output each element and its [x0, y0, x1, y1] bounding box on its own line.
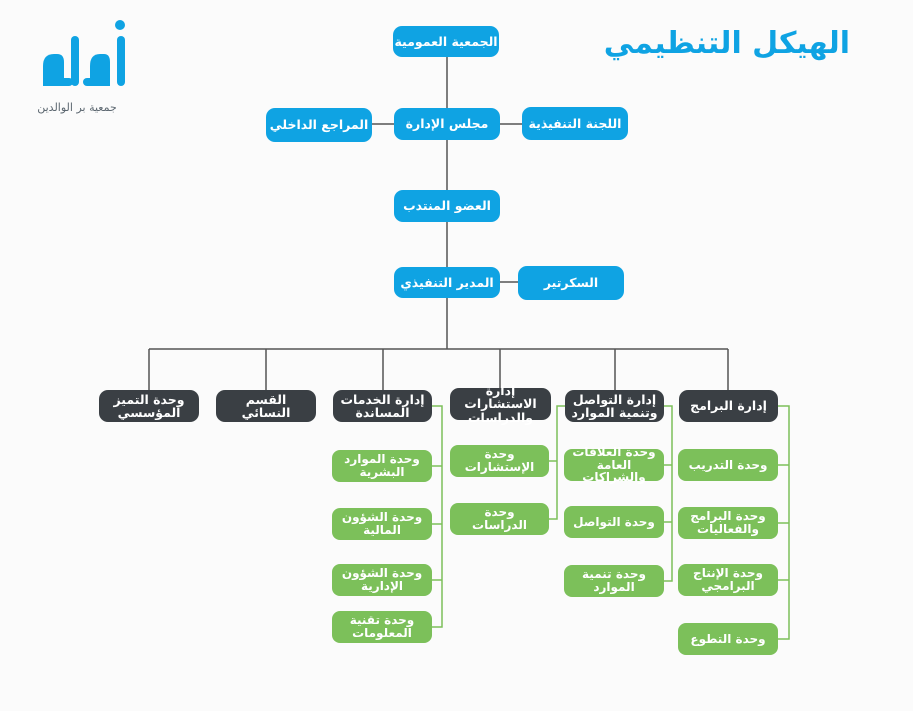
dept-consulting: إدارة الاستشارات والدراسات — [450, 384, 551, 424]
dept-institutional-excellence: وحدة التميز المؤسسي — [99, 390, 199, 422]
node-managing-member: العضو المنتدب — [394, 190, 500, 222]
unit-financial-affairs: وحدة الشؤون المالية — [332, 508, 432, 540]
node-secretary: السكرتير — [518, 266, 624, 300]
unit-information-technology: وحدة تقنية المعلومات — [332, 611, 432, 643]
unit-consultations: وحدة الإستشارات — [450, 445, 549, 477]
unit-studies: وحدة الدراسات — [450, 503, 549, 535]
node-executive-director: المدير التنفيذي — [394, 267, 500, 298]
node-general-assembly: الجمعية العمومية — [393, 26, 499, 57]
unit-programs-events: وحدة البرامج والفعاليات — [678, 507, 778, 539]
logo-subtitle: جمعية بر الوالدين — [37, 101, 117, 114]
unit-communication: وحدة التواصل — [564, 506, 664, 538]
node-board: مجلس الإدارة — [394, 108, 500, 140]
unit-connector — [664, 405, 673, 582]
page-title: الهيكل التنظيمي — [603, 26, 850, 61]
unit-connector — [549, 405, 565, 520]
dept-programs: إدارة البرامج — [679, 390, 778, 422]
abrar-logo — [43, 20, 125, 86]
node-executive-committee: اللجنة التنفيذية — [522, 107, 628, 140]
dept-communication: إدارة التواصل وتنمية الموارد — [565, 390, 664, 422]
dept-support-services: إدارة الخدمات المساندة — [333, 390, 432, 422]
unit-program-production: وحدة الإنتاج البرامجي — [678, 564, 778, 596]
unit-training: وحدة التدريب — [678, 449, 778, 481]
unit-connector — [432, 405, 443, 628]
node-internal-audit: المراجع الداخلي — [266, 108, 372, 142]
unit-public-relations: وحدة العلاقات العامة والشراكات — [564, 446, 664, 484]
unit-volunteering: وحدة التطوع — [678, 623, 778, 655]
unit-resource-development: وحدة تنمية الموارد — [564, 565, 664, 597]
unit-human-resources: وحدة الموارد البشرية — [332, 450, 432, 482]
unit-administrative-affairs: وحدة الشؤون الإدارية — [332, 564, 432, 596]
dept-women-section: القسم النسائي — [216, 390, 316, 422]
